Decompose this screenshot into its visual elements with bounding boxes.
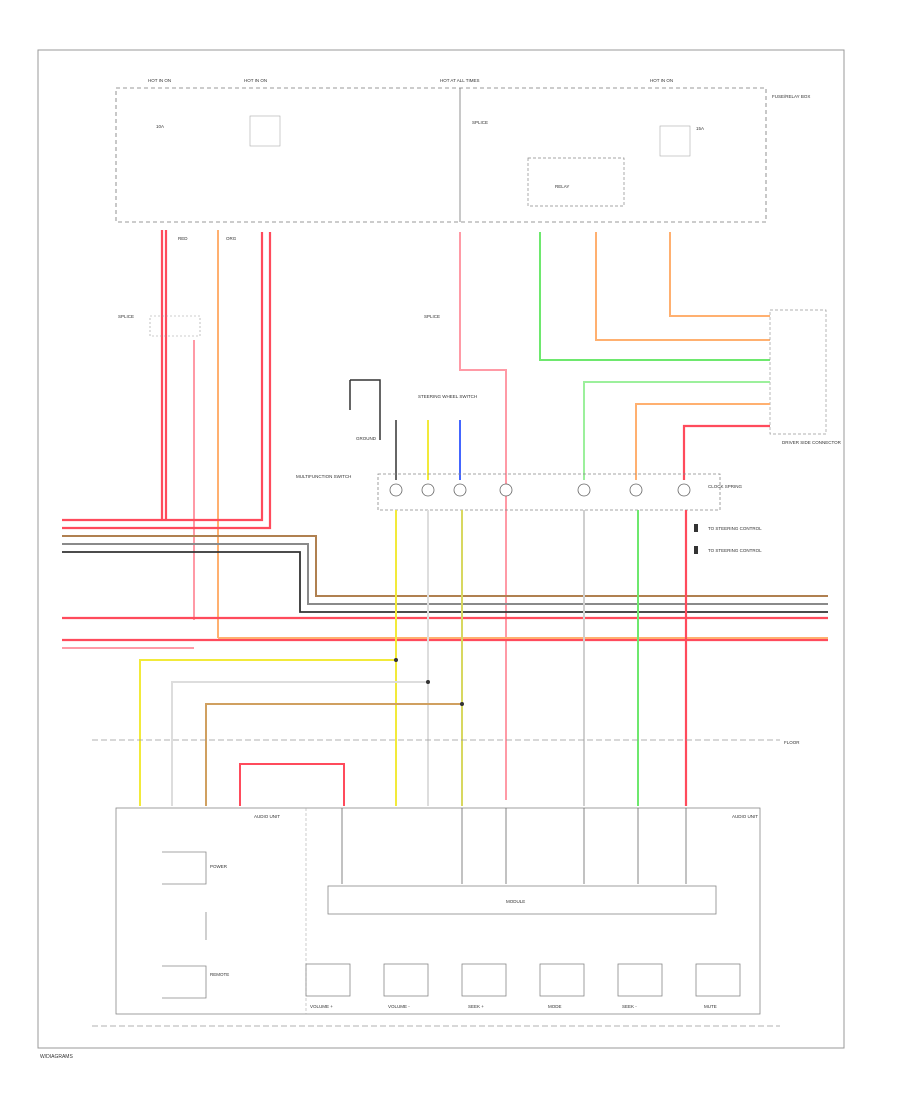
fuse-relay-box xyxy=(115,87,767,223)
button-label-1: VOLUME + xyxy=(310,1004,333,1009)
button-label-6: MUTE xyxy=(704,1004,717,1009)
bus-wires xyxy=(62,535,828,649)
top-box-c-label: HOT AT ALL TIMES xyxy=(440,78,480,83)
left-sub-1: POWER xyxy=(210,864,228,869)
to-steering-2: TO STEERING CONTROL xyxy=(708,548,762,553)
svg-text:RELAY: RELAY xyxy=(555,184,569,189)
splice-mid-label: SPLICE xyxy=(424,314,440,319)
button-label-4: MODE xyxy=(548,1004,562,1009)
wire-red-left xyxy=(160,230,168,520)
ground-left-label: GROUND xyxy=(356,436,377,441)
steering-wheel-switch-label: STEERING WHEEL SWITCH xyxy=(418,394,477,399)
button-label-5: SEEK - xyxy=(622,1004,637,1009)
svg-text:FLOOR: FLOOR xyxy=(784,740,800,745)
audio-unit-right-label: AUDIO UNIT xyxy=(732,814,758,819)
multifunction-switch xyxy=(377,473,721,511)
switch-output-wires xyxy=(395,510,688,806)
switch-terminals xyxy=(389,483,691,497)
button-label-2: VOLUME - xyxy=(388,1004,410,1009)
wire-pink-mid xyxy=(459,232,507,800)
right-connector xyxy=(769,309,827,435)
wire-orange-b xyxy=(669,232,770,317)
wire-orange-a xyxy=(595,232,770,341)
button-label-3: SEEK + xyxy=(468,1004,484,1009)
top-box-a-label: HOT IN ON xyxy=(148,78,171,83)
multifunction-switch-label: MULTIFUNCTION SWITCH xyxy=(296,474,351,479)
wire-pink-orange xyxy=(193,230,219,638)
wire-red-right xyxy=(62,232,272,530)
audio-unit-left-label: AUDIO UNIT xyxy=(254,814,280,819)
svg-text:SPLICE: SPLICE xyxy=(472,120,488,125)
top-box-d-label: HOT IN ON xyxy=(650,78,673,83)
left-sub-2: REMOTE xyxy=(210,972,229,977)
svg-text:15A: 15A xyxy=(696,126,704,131)
audio-module xyxy=(327,885,717,915)
svg-text:RED: RED xyxy=(178,236,188,241)
top-box-b-label: HOT IN ON xyxy=(244,78,267,83)
splice-left-label: SPLICE xyxy=(118,314,134,319)
bottom-buttons xyxy=(305,963,741,997)
page-ref: W/DIAGRAMS xyxy=(40,1054,73,1060)
module-label: MODULE xyxy=(506,899,525,904)
clock-spring-label: CLOCK SPRING xyxy=(708,484,743,489)
wire-green xyxy=(539,232,770,361)
right-connector-title: DRIVER SIDE CONNECTOR xyxy=(782,440,842,445)
svg-text:ORG: ORG xyxy=(226,236,237,241)
fuse-box-title: FUSE/RELAY BOX xyxy=(772,94,810,99)
audio-unit-box xyxy=(115,807,761,1015)
svg-text:10A: 10A xyxy=(156,124,164,129)
diagram-border xyxy=(37,49,845,1049)
to-steering-1: TO STEERING CONTROL xyxy=(708,526,762,531)
